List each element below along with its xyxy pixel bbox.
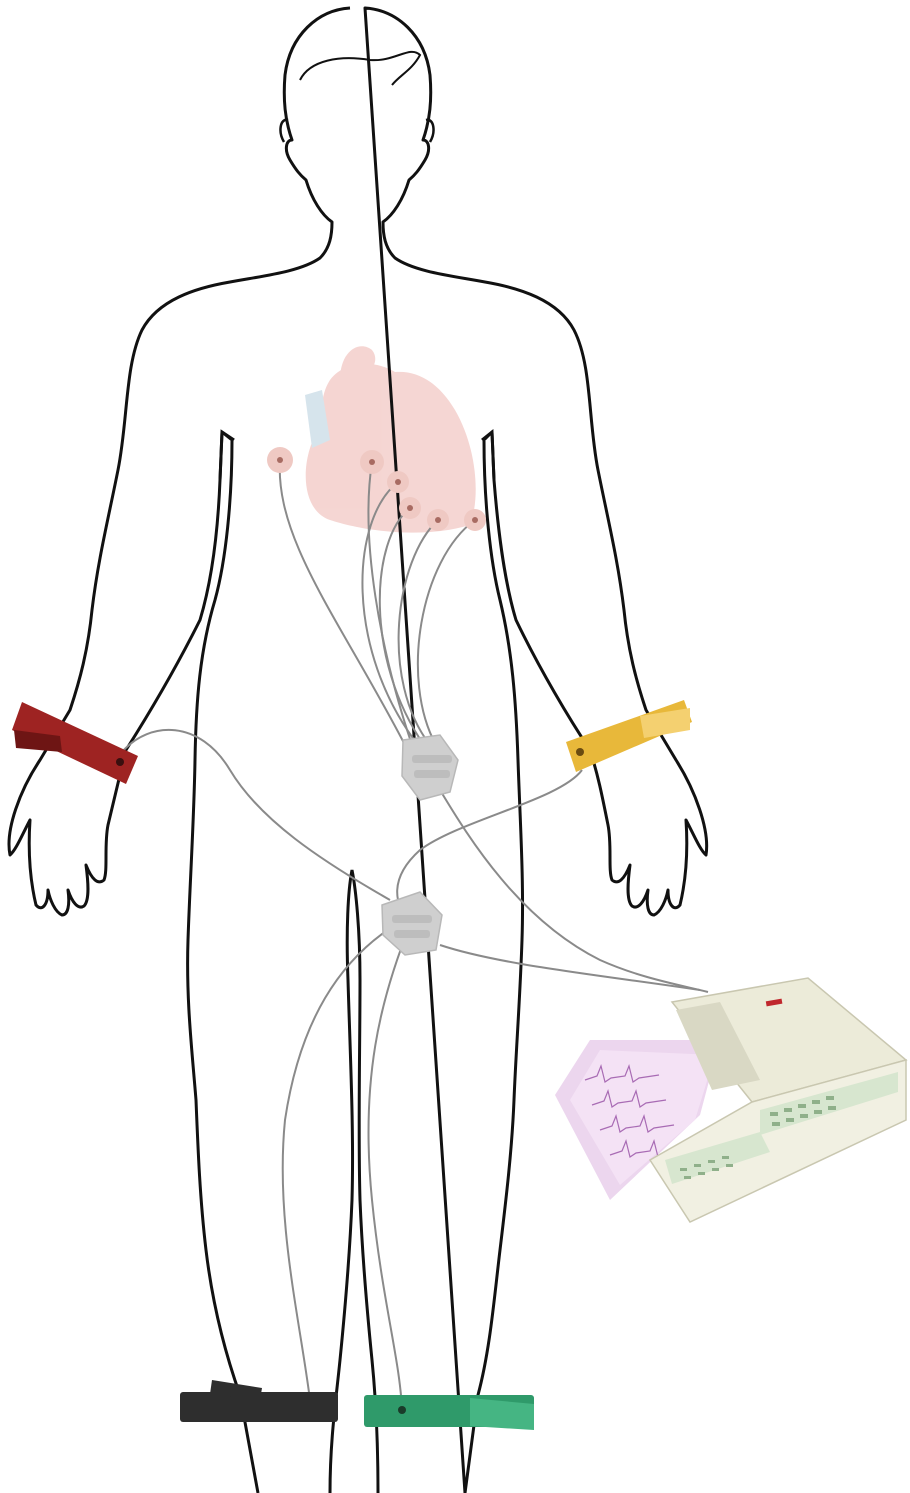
left-leg-cable xyxy=(368,925,410,1410)
lower-connector-block xyxy=(382,892,442,955)
left-leg-band xyxy=(364,1395,534,1430)
left-arm-band xyxy=(566,700,692,772)
chest-lead-cable-v6 xyxy=(418,520,475,745)
hair-outline xyxy=(300,52,420,85)
right-leg-band xyxy=(180,1380,338,1422)
right-leg-cable xyxy=(283,925,395,1400)
trunk-cable-lower xyxy=(440,945,700,990)
right-arm-band xyxy=(12,702,138,784)
ecg-recorder-icon xyxy=(555,978,906,1222)
upper-connector-block xyxy=(402,735,458,800)
